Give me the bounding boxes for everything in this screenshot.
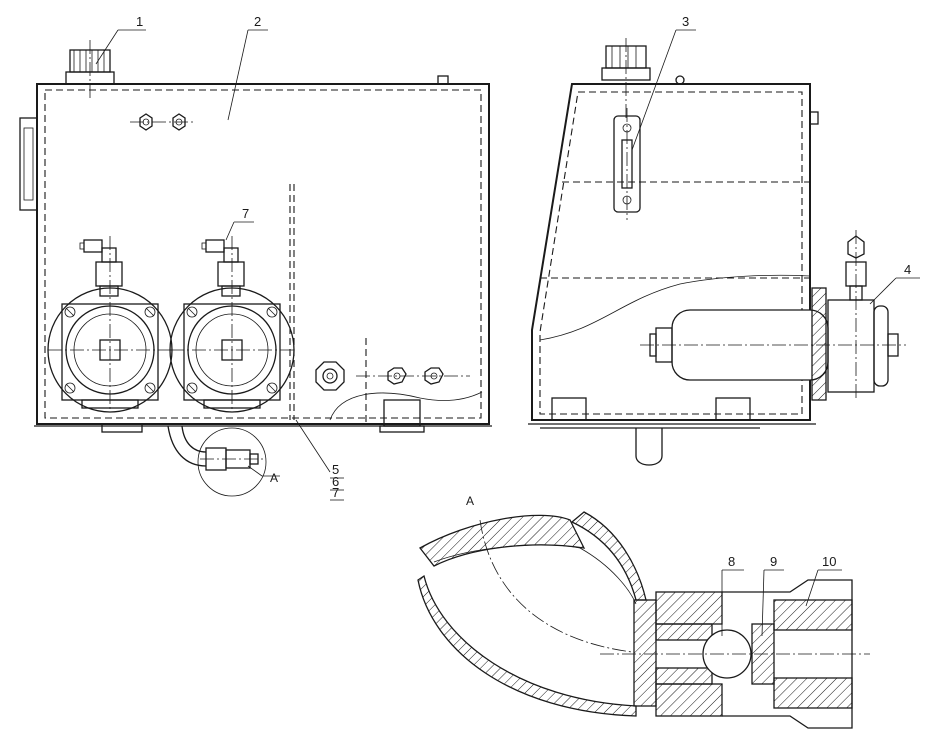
pipe-centerline [479, 519, 633, 653]
nut-row-right [315, 338, 470, 422]
part-labels: 1 2 3 4 5 6 7 7 8 9 10 A A [136, 14, 911, 569]
label-8: 8 [728, 554, 735, 569]
tank-front-outline [36, 83, 490, 425]
level-gauge [613, 108, 641, 220]
filler-cap-front [65, 40, 115, 100]
label-9: 9 [770, 554, 777, 569]
detail-a-circle [197, 427, 267, 497]
pump-unit-left [47, 236, 173, 413]
label-4: 4 [904, 262, 911, 277]
suction-pipe [167, 425, 267, 497]
label-5: 5 [332, 462, 339, 477]
label-7: 7 [242, 206, 249, 221]
side-view [528, 38, 906, 466]
pump-unit-right [169, 236, 295, 413]
leader-lines [95, 29, 920, 637]
nut-pair-top [130, 113, 195, 131]
label-6: 6 [332, 474, 339, 489]
detail-a-view [417, 511, 870, 729]
label-10: 10 [822, 554, 836, 569]
filler-cap-side [601, 38, 651, 120]
tank-side-outline [531, 83, 811, 421]
detail-title-a: A [466, 494, 474, 508]
pipe-wall-bottom [417, 574, 637, 717]
detail-callout-a: A [270, 471, 278, 485]
label-1: 1 [136, 14, 143, 29]
side-bracket [19, 117, 38, 211]
tank-front-inner [44, 89, 482, 419]
label-7-stack: 7 [332, 485, 339, 500]
label-2: 2 [254, 14, 261, 29]
pump-motor-side [539, 230, 906, 401]
label-3: 3 [682, 14, 689, 29]
front-view [19, 40, 492, 497]
pipe-wall-top [419, 514, 586, 567]
